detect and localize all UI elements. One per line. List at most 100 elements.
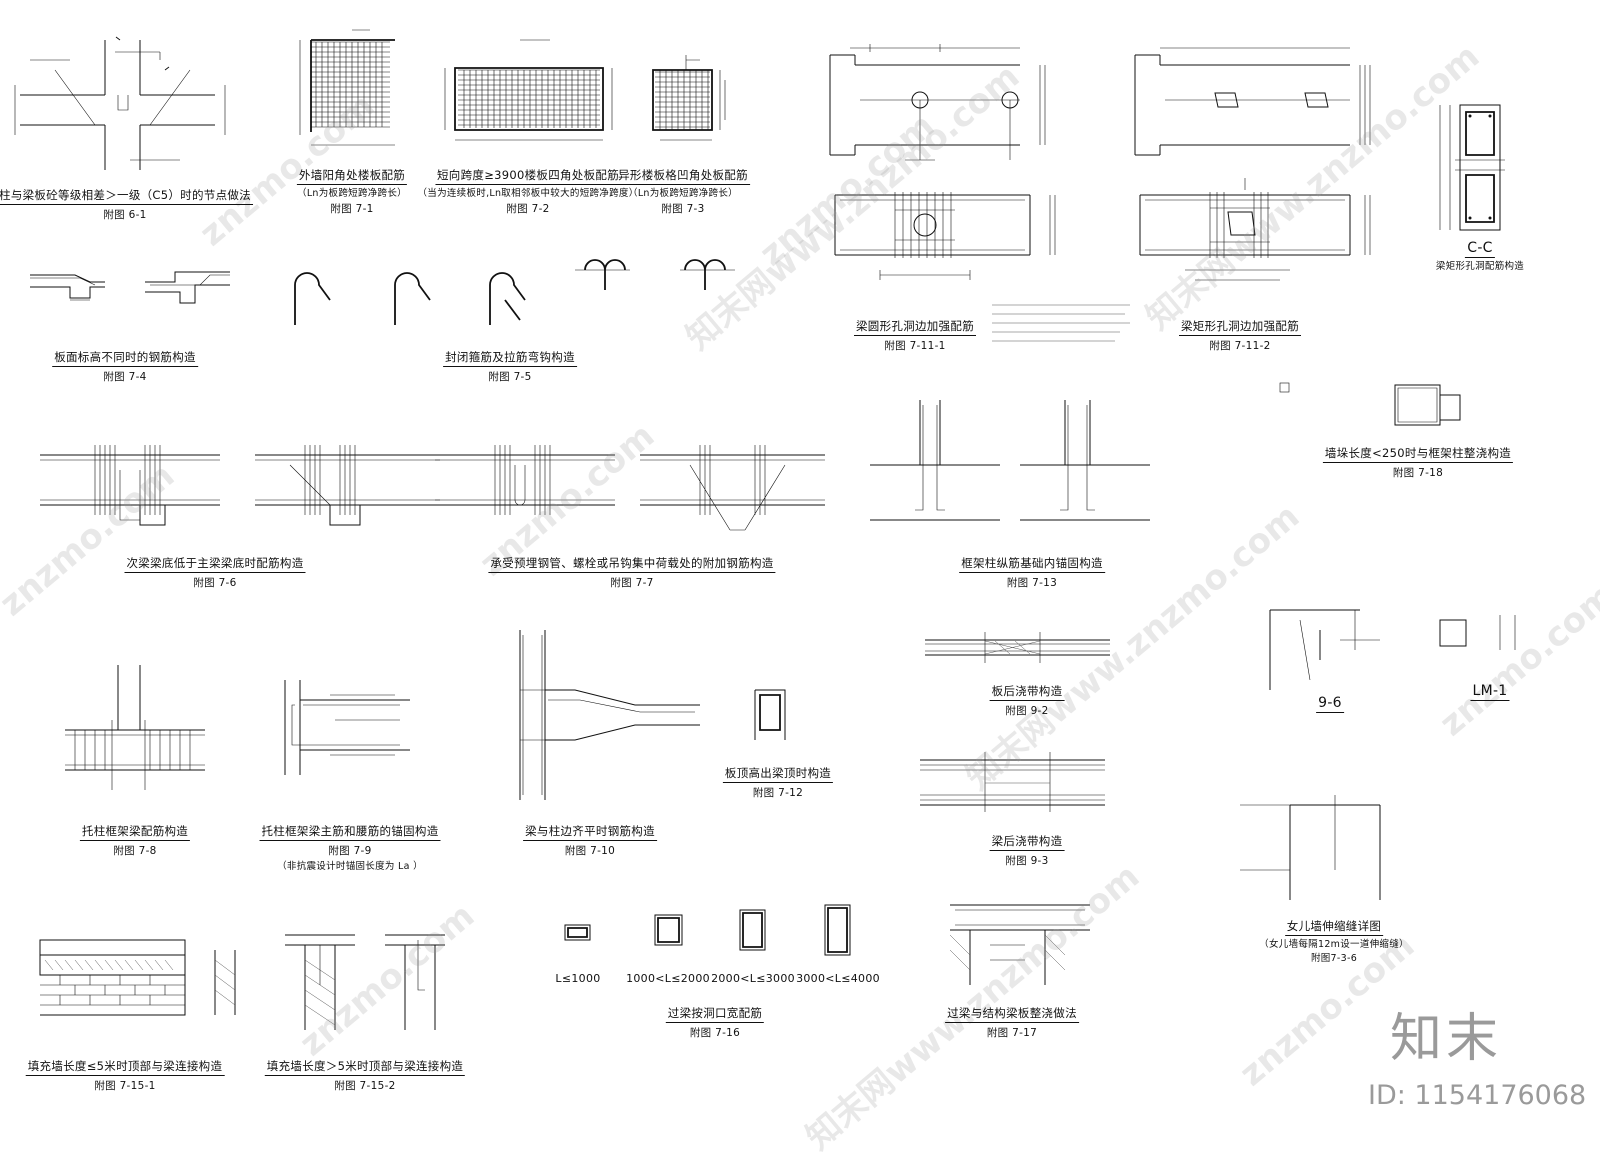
caption-title: 梁后浇带构造 xyxy=(989,833,1065,851)
lintel-range-3: 2000<L≤3000 xyxy=(711,972,795,985)
caption-7-13: 框架柱纵筋基础内锚固构造 附图 7-13 xyxy=(959,555,1105,590)
caption-title: 过梁按洞口宽配筋 xyxy=(665,1005,765,1023)
caption-sub: 附图 7-1 xyxy=(330,203,374,215)
caption-title: 板后浇带构造 xyxy=(989,683,1065,701)
caption-7-15-2: 填充墙长度＞5米时顶部与梁连接构造 附图 7-15-2 xyxy=(264,1058,466,1093)
caption-title: 板面标高不同时的钢筋构造 xyxy=(52,349,198,367)
small-marker-box xyxy=(1279,382,1290,393)
image-id-label: ID: 1154176068 xyxy=(1368,1080,1587,1111)
detail-cc-section xyxy=(1439,104,1505,231)
caption-title: 短向跨度≥3900楼板四角处板配筋 xyxy=(434,167,622,185)
caption-title: 填充墙长度＞5米时顶部与梁连接构造 xyxy=(264,1058,466,1076)
caption-9-6: 9-6 xyxy=(1316,695,1344,713)
caption-sub: 附图 7-9 xyxy=(328,845,372,857)
caption-title: 框架柱纵筋基础内锚固构造 xyxy=(959,555,1105,573)
caption-note: （Ln为板跨短跨净跨长） xyxy=(628,188,738,199)
caption-parapet: 女儿墙伸缩缝详图 （女儿墙每隔12m设一道伸缩缝） 附图7-3-6 xyxy=(1259,918,1409,964)
caption-cc: C-C 梁矩形孔洞配筋构造 xyxy=(1436,240,1524,272)
caption-7-8: 托柱框架梁配筋构造 附图 7-8 xyxy=(79,823,191,858)
detail-7-4-drawing xyxy=(30,271,230,304)
caption-title: 填充墙长度≤5米时顶部与梁连接构造 xyxy=(25,1058,225,1076)
detail-7-11-2-drawing xyxy=(1134,47,1371,281)
detail-9-3-drawing xyxy=(920,752,1105,812)
caption-note: 梁矩形孔洞配筋构造 xyxy=(1435,261,1525,272)
caption-title: 外墙阳角处楼板配筋 xyxy=(296,167,408,185)
caption-title: 9-6 xyxy=(1316,695,1344,713)
caption-7-16: 过梁按洞口宽配筋 附图 7-16 xyxy=(665,1005,765,1040)
caption-sub: 附图 7-2 xyxy=(506,203,550,215)
caption-7-2: 短向跨度≥3900楼板四角处板配筋 （当为连续板时,Ln取相邻板中较大的短跨净跨… xyxy=(417,167,638,216)
caption-sub: 附图 7-8 xyxy=(113,845,157,857)
detail-7-3-grid xyxy=(652,55,726,141)
detail-7-16-drawing xyxy=(564,904,851,956)
caption-title: 柱与梁板砼等级相差＞一级（C5）时的节点做法 xyxy=(0,187,253,205)
detail-7-12-drawing xyxy=(754,689,786,740)
lintel-range-4: 3000<L≤4000 xyxy=(796,972,880,985)
caption-7-18: 墙垛长度<250时与框架柱整浇构造 附图 7-18 xyxy=(1322,445,1514,480)
caption-title: 次梁梁底低于主梁梁底时配筋构造 xyxy=(124,555,306,573)
caption-note: （当为连续板时,Ln取相邻板中较大的短跨净跨度） xyxy=(417,188,639,199)
caption-sub: 附图 7-4 xyxy=(103,371,147,383)
caption-title: 梁矩形孔洞边加强配筋 xyxy=(1179,318,1301,336)
caption-title: 女儿墙伸缩缝详图 xyxy=(1284,918,1384,936)
caption-7-4: 板面标高不同时的钢筋构造 附图 7-4 xyxy=(52,349,198,384)
detail-7-11-1-drawing xyxy=(829,44,1056,280)
caption-7-11-2: 梁矩形孔洞边加强配筋 附图 7-11-2 xyxy=(1179,318,1301,353)
detail-7-2-grid xyxy=(444,39,613,141)
caption-sub: 附图 9-2 xyxy=(1005,705,1049,717)
caption-7-6: 次梁梁底低于主梁梁底时配筋构造 附图 7-6 xyxy=(124,555,306,590)
caption-9-2: 板后浇带构造 附图 9-2 xyxy=(989,683,1065,718)
detail-9-6-drawing xyxy=(1269,609,1516,690)
caption-sub: 附图 7-5 xyxy=(488,371,532,383)
caption-sub: 附图 7-6 xyxy=(193,577,237,589)
detail-9-2-drawing xyxy=(925,632,1110,663)
caption-title: 墙垛长度<250时与框架柱整浇构造 xyxy=(1322,445,1514,463)
detail-7-1-grid xyxy=(299,29,395,146)
caption-note: （Ln为板跨短跨净跨长） xyxy=(297,188,407,199)
detail-7-13-drawing xyxy=(870,400,1150,521)
caption-title: 板顶高出梁顶时构造 xyxy=(722,765,834,783)
lintel-range-2: 1000<L≤2000 xyxy=(626,972,710,985)
caption-sub: 附图 7-12 xyxy=(752,787,804,799)
caption-7-17: 过梁与结构梁板整浇做法 附图 7-17 xyxy=(945,1005,1079,1040)
caption-note: （非抗震设计时锚固长度为 La ） xyxy=(277,861,423,872)
caption-title: 托柱框架梁主筋和腰筋的锚固构造 xyxy=(259,823,441,841)
caption-title: 封闭箍筋及拉筋弯钩构造 xyxy=(443,349,577,367)
caption-sub: 附图 7-18 xyxy=(1392,467,1444,479)
lintel-range-1: L≤1000 xyxy=(555,972,601,985)
caption-sub: 附图 7-7 xyxy=(610,577,654,589)
caption-title: 梁与柱边齐平时钢筋构造 xyxy=(523,823,657,841)
caption-sub: 附图 7-17 xyxy=(986,1027,1038,1039)
caption-7-10: 梁与柱边齐平时钢筋构造 附图 7-10 xyxy=(523,823,657,858)
caption-sub: 附图 9-3 xyxy=(1005,855,1049,867)
caption-title: 承受预埋钢管、螺栓或吊钩集中荷载处的附加钢筋构造 xyxy=(488,555,776,573)
cad-drawing-sheet: znzmo.com 知末网www.znzmo.com znzmo.com 知末网… xyxy=(0,29,1600,1158)
caption-7-3: 异形楼板格凹角处板配筋 （Ln为板跨短跨净跨长） 附图 7-3 xyxy=(616,167,750,216)
detail-7-7-drawing xyxy=(435,445,825,531)
caption-title: 过梁与结构梁板整浇做法 xyxy=(945,1005,1079,1023)
caption-title: 异形楼板格凹角处板配筋 xyxy=(616,167,750,185)
caption-title: C-C xyxy=(1465,240,1495,258)
caption-sub: 附图 6-1 xyxy=(103,209,147,221)
detail-7-6-drawing xyxy=(40,445,440,526)
caption-sub: 附图 7-11-1 xyxy=(884,340,946,352)
caption-note: （女儿墙每隔12m设一道伸缩缝） xyxy=(1259,939,1409,950)
caption-7-15-1: 填充墙长度≤5米时顶部与梁连接构造 附图 7-15-1 xyxy=(25,1058,225,1093)
caption-sub: 附图 7-16 xyxy=(689,1027,741,1039)
detail-7-9-drawing xyxy=(284,680,410,775)
caption-7-7: 承受预埋钢管、螺栓或吊钩集中荷载处的附加钢筋构造 附图 7-7 xyxy=(488,555,776,590)
caption-sub: 附图 7-13 xyxy=(1006,577,1058,589)
caption-title: LM-1 xyxy=(1470,683,1510,701)
detail-parapet-drawing xyxy=(1240,795,1381,900)
caption-sub: 附图 7-15-1 xyxy=(94,1080,156,1092)
detail-7-18-drawing xyxy=(1394,384,1461,426)
caption-lm1: LM-1 xyxy=(1470,683,1510,701)
caption-sub: 附图7-3-6 xyxy=(1310,953,1358,964)
detail-6-1-drawing xyxy=(14,36,226,170)
caption-7-9: 托柱框架梁主筋和腰筋的锚固构造 附图 7-9 （非抗震设计时锚固长度为 La ） xyxy=(259,823,441,872)
caption-sub: 附图 7-3 xyxy=(661,203,705,215)
detail-7-5-drawing xyxy=(294,259,735,325)
caption-7-1: 外墙阳角处楼板配筋 （Ln为板跨短跨净跨长） 附图 7-1 xyxy=(296,167,408,216)
caption-title: 托柱框架梁配筋构造 xyxy=(79,823,191,841)
caption-7-12: 板顶高出梁顶时构造 附图 7-12 xyxy=(722,765,834,800)
